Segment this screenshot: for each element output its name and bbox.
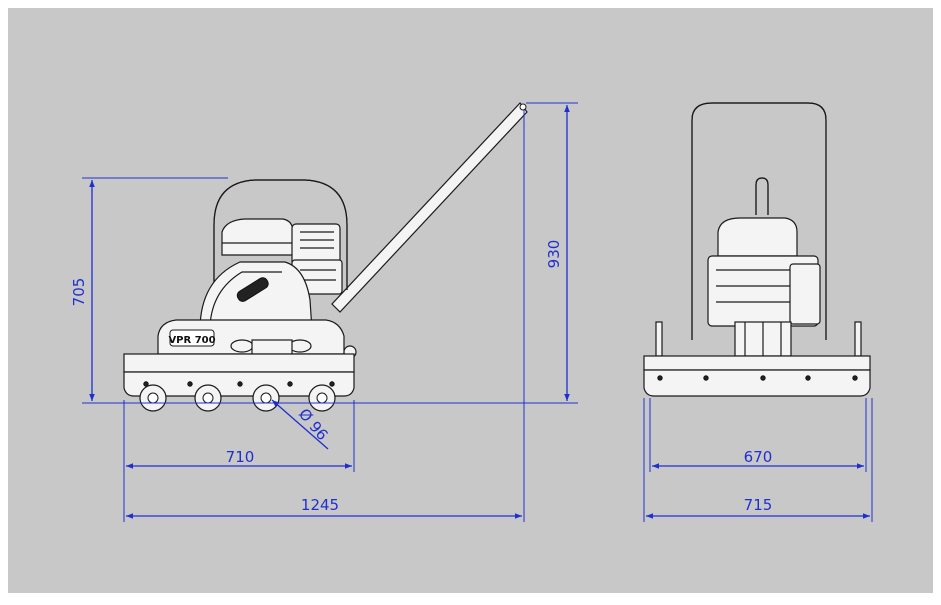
front-dimensions: 670 715: [643, 398, 873, 522]
dim-label-1245: 1245: [301, 496, 339, 514]
dim-label-710: 710: [226, 448, 255, 466]
side-belt-guard: [199, 261, 313, 331]
front-engine-tank: [717, 217, 798, 257]
side-view-machine: VPR 700: [123, 102, 528, 412]
model-label-plate: [169, 329, 215, 347]
dim-label-715: 715: [744, 496, 773, 514]
dim-label-930: 930: [545, 240, 563, 269]
side-engine-tank: [221, 218, 294, 256]
dim-label-705: 705: [70, 278, 88, 307]
side-dimensions: 705 930 Ø 96 710 1245: [70, 102, 578, 522]
side-base-rail: [123, 353, 355, 373]
front-view-machine: [643, 102, 871, 397]
front-base-rail: [643, 355, 871, 371]
dim-label-670: 670: [744, 448, 773, 466]
model-label: VPR 700: [168, 335, 215, 346]
front-base-plate: [643, 369, 871, 397]
dim-leader-wheel: [271, 399, 329, 450]
